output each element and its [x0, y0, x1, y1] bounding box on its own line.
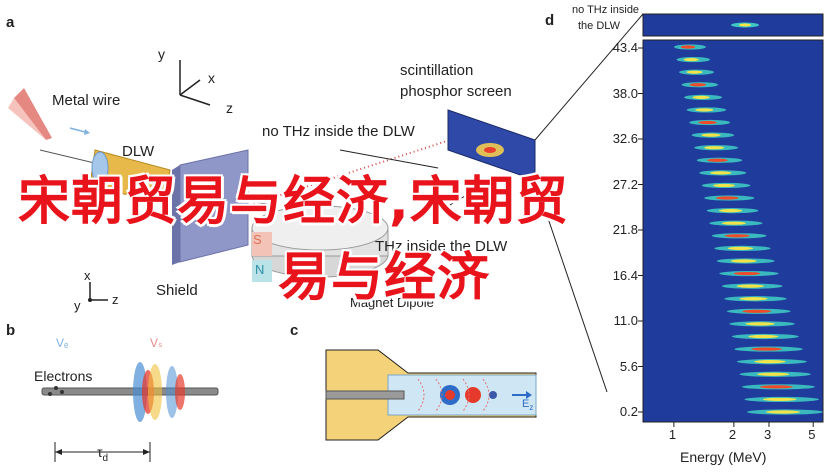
s-pole-label: S	[253, 232, 262, 247]
spectrum-streak-core	[751, 347, 783, 351]
dlw-aperture	[91, 151, 109, 185]
spectrum-streak-core	[716, 196, 739, 200]
spectrum-streak-core	[698, 120, 717, 125]
panel-c-label: c	[290, 322, 299, 339]
y-tick-marks	[638, 47, 643, 413]
spectrum-streak-core	[692, 95, 710, 99]
metal-wire-label: Metal wire	[52, 92, 121, 109]
beam-arrow-icon	[84, 129, 90, 135]
wire-rod	[325, 390, 405, 400]
spectrum-streaks	[674, 44, 823, 415]
x-tick-label: 2	[728, 427, 737, 442]
x-tick-label: 5	[808, 427, 816, 442]
laser-cone-icon	[14, 88, 52, 140]
overlay-title-line2: 易与经济	[278, 248, 491, 308]
y-tick-label: 32.6	[612, 131, 638, 146]
inset-label-line2: the DLW	[578, 20, 620, 32]
axis-z-lower-label: z	[112, 292, 119, 307]
spectrum-streak-core	[701, 133, 721, 137]
no-thz-label: no THz inside the DLW	[262, 123, 415, 140]
spectrum-streak-core	[707, 158, 728, 162]
axis-x-lower-label: x	[84, 268, 91, 283]
y-tick-label: 43.4	[612, 40, 638, 55]
panel-c-drawing	[325, 349, 537, 441]
x-tick-label: 1	[668, 427, 677, 442]
spectrum-streak-core	[739, 297, 768, 301]
spectrum-streak-core	[730, 259, 757, 263]
y-tick-label: 5.6	[619, 358, 638, 374]
spectrum-streak-core	[742, 309, 772, 313]
spectrum-streak-core	[689, 83, 707, 87]
spectrum-streak-core	[727, 246, 754, 250]
spectrum-streak-core	[713, 183, 735, 188]
y-tick-label: 38.0	[612, 85, 638, 101]
spectrum-streak-core	[704, 146, 725, 150]
spectrum-streak-core	[721, 221, 746, 225]
wavepacket-2	[166, 366, 178, 418]
spectrum-streak-core	[745, 322, 775, 326]
spectrum-streak-core	[695, 108, 714, 112]
shield-label: Shield	[156, 282, 198, 299]
n-pole-label: N	[255, 262, 265, 277]
spectrum-streak-core	[733, 271, 761, 276]
axis-z-label: z	[226, 100, 233, 116]
spectrum-streak-core	[683, 57, 699, 62]
wavepacket-1	[133, 362, 147, 422]
y-tick-label: 21.8	[612, 222, 638, 237]
spectrum-streak-core	[724, 234, 750, 238]
connector-top	[534, 13, 644, 141]
spectrum-streak-core	[754, 360, 786, 364]
panel-b-label: b	[6, 322, 16, 339]
scintillation-label: scintillation	[400, 62, 474, 79]
spectrum-streak-core	[680, 45, 696, 49]
dlw-tube	[89, 149, 171, 206]
tau-label: τd	[97, 444, 109, 464]
dlw-label: DLW	[122, 143, 155, 160]
ve-label: Vₑ	[56, 336, 69, 350]
ez-label: Ez	[522, 398, 534, 413]
vs-label: Vₛ	[150, 336, 163, 350]
inset-label-line1: no THz inside	[572, 4, 640, 16]
x-axis-label: Energy (MeV)	[680, 449, 767, 465]
axis-x-label: x	[208, 70, 215, 86]
phosphor-screen-label: phosphor screen	[400, 83, 512, 100]
y-tick-label: 27.2	[612, 176, 638, 192]
spectrum-streak-core	[760, 385, 793, 389]
spectrum-streak-core	[748, 334, 779, 339]
spectrum-streak-core	[736, 284, 764, 288]
spectrum-streak-core	[765, 410, 801, 414]
spectrum-streak-core	[762, 397, 797, 402]
panel-d-label: d	[545, 12, 555, 29]
spectrum-streak-core	[757, 372, 790, 376]
y-tick-label: 11.0	[613, 313, 638, 328]
plot-area	[642, 39, 824, 423]
panel-b-drawing	[41, 362, 219, 462]
x-tick-marks	[673, 422, 814, 427]
thz-label: THz inside the DLW	[375, 238, 508, 255]
axis-y-lower-label: y	[74, 298, 81, 313]
connector-bottom	[534, 179, 608, 393]
axis-y-label: y	[158, 46, 165, 62]
spectrum-streak-core	[686, 70, 703, 74]
x-tick-label: 3	[763, 427, 772, 442]
y-tick-label: 0.2	[619, 404, 638, 419]
electrons-label: Electrons	[34, 368, 93, 384]
magnet-label: Magnet Dipole	[350, 295, 434, 310]
field-arrow-icon	[526, 391, 532, 399]
spectrum-streak-core	[718, 209, 743, 213]
spectrum-streak-core	[710, 171, 732, 175]
y-tick-label: 16.4	[612, 267, 638, 283]
overlay-title-line1: 宋朝贸易与经济,宋朝贸	[18, 172, 569, 232]
panel-a-label: a	[6, 14, 15, 31]
